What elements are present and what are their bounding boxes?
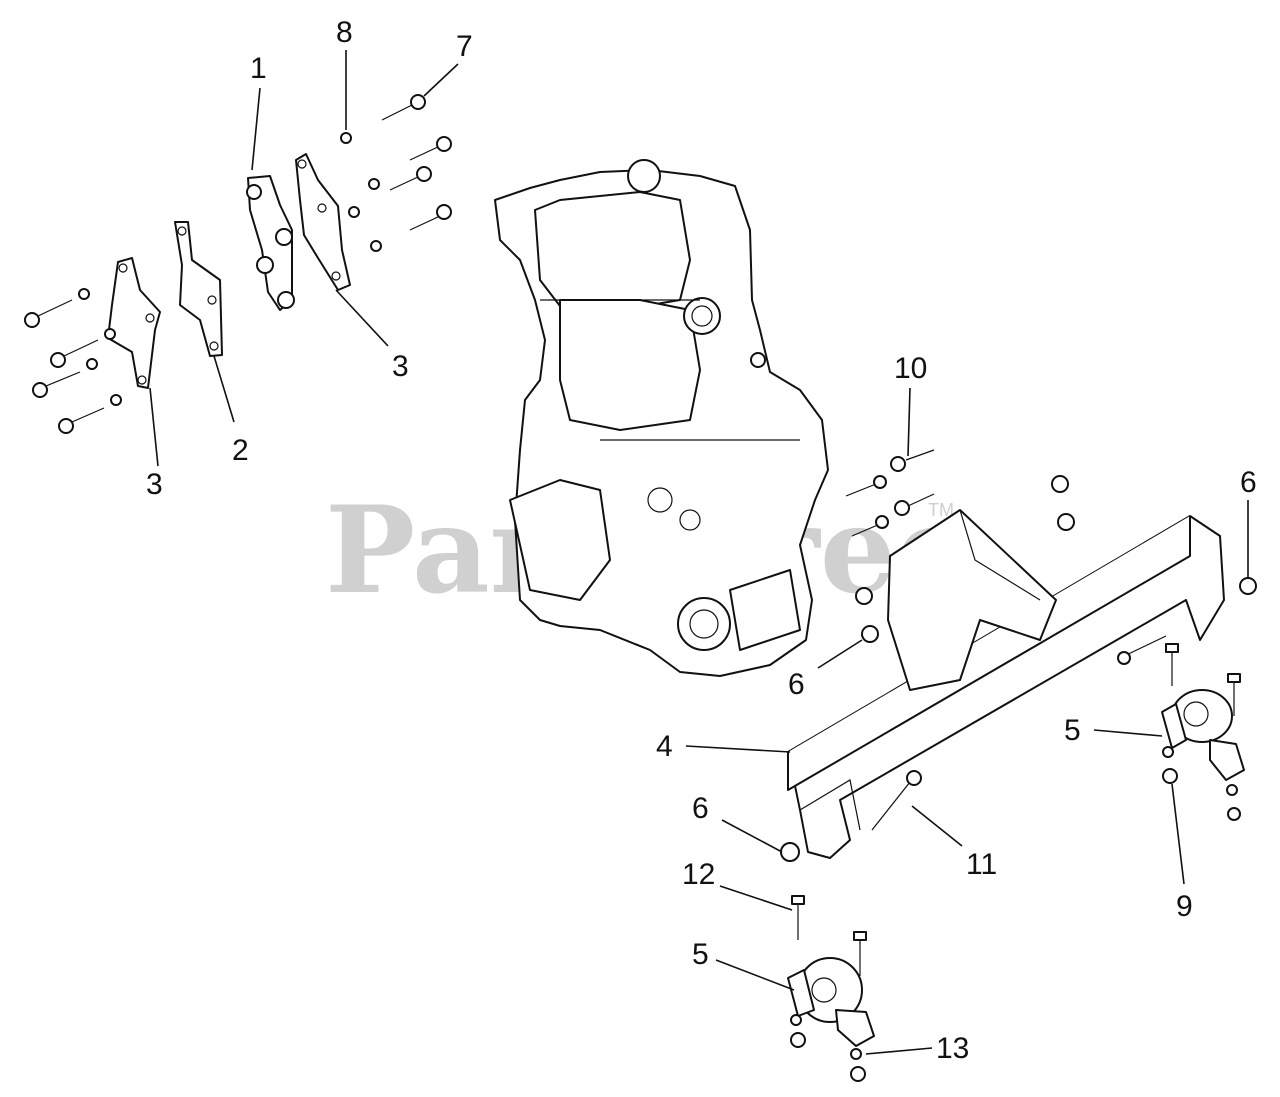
crossmember-frame[interactable]: [787, 509, 1225, 859]
callout-1: 1: [250, 52, 267, 85]
engine-mount-right[interactable]: [1117, 635, 1245, 821]
callout-7: 7: [456, 30, 473, 63]
callout-4: 4: [656, 730, 673, 763]
callout-2: 2: [232, 434, 249, 467]
callout-5-lower: 5: [692, 938, 709, 971]
watermark-trademark: TM: [928, 500, 954, 520]
plate-3-left[interactable]: [107, 257, 161, 389]
plate-2[interactable]: [174, 221, 223, 357]
engine-mount-lower[interactable]: [787, 895, 875, 1082]
callout-8: 8: [336, 16, 353, 49]
callout-11: 11: [966, 848, 997, 881]
engine-block[interactable]: [494, 159, 829, 677]
callout-5-right: 5: [1064, 714, 1081, 747]
callout-13: 13: [936, 1032, 969, 1065]
callout-6-right: 6: [1240, 466, 1257, 499]
bolts-top[interactable]: [340, 94, 452, 252]
callout-10: 10: [894, 352, 927, 385]
callout-numbers: 1 8 7 3 2 3 10 6 6 4 5 6 11 9 12 5 13: [146, 16, 1257, 1065]
callout-6-lower: 6: [692, 792, 709, 825]
callout-12: 12: [682, 858, 715, 891]
leader-lines: [149, 50, 1249, 1055]
callout-3-left: 3: [146, 468, 163, 501]
callout-6-middle: 6: [788, 668, 805, 701]
bolts-10[interactable]: [845, 449, 935, 537]
plate-3-right[interactable]: [295, 153, 351, 291]
bolts-left[interactable]: [24, 288, 122, 434]
bolt-11[interactable]: [871, 770, 922, 831]
callout-3-right: 3: [392, 350, 409, 383]
left-bracket-assembly: [24, 94, 452, 434]
nuts-6[interactable]: [780, 475, 1257, 862]
callout-9: 9: [1176, 890, 1193, 923]
